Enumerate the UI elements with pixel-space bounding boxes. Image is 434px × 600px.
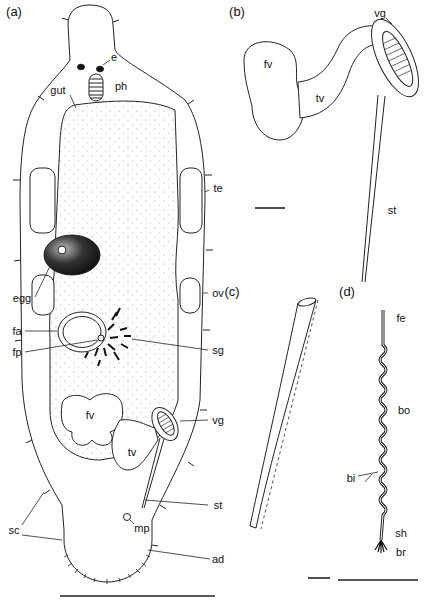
- part-label: te: [213, 182, 222, 194]
- part-label: tv: [316, 92, 325, 104]
- part-label: br: [396, 546, 406, 558]
- part-label: egg: [13, 292, 31, 304]
- part-label: fv: [264, 58, 273, 70]
- part-label: bi: [347, 472, 356, 484]
- part-label: st: [214, 499, 223, 511]
- part-label: fa: [12, 325, 21, 337]
- part-label: st: [388, 204, 397, 216]
- part-label: fp: [12, 346, 21, 358]
- part-label: (c): [224, 285, 239, 299]
- part-label: e: [111, 51, 117, 63]
- part-label: sg: [212, 344, 224, 356]
- part-label: vg: [374, 7, 386, 19]
- part-label: ov: [212, 287, 224, 299]
- part-label: mp: [134, 522, 149, 534]
- part-label: (b): [229, 5, 245, 19]
- part-label: sc: [9, 524, 20, 536]
- part-label: ph: [115, 80, 127, 92]
- part-label: fv: [86, 409, 95, 421]
- part-label: fe: [396, 312, 405, 324]
- part-label: (a): [6, 5, 22, 19]
- part-label: gut: [50, 84, 65, 96]
- part-label: tv: [128, 446, 137, 458]
- part-label: vg: [212, 414, 224, 426]
- part-label: (d): [339, 285, 355, 299]
- part-label: ad: [212, 553, 224, 565]
- part-label: sh: [395, 527, 407, 539]
- part-label: bo: [398, 404, 410, 416]
